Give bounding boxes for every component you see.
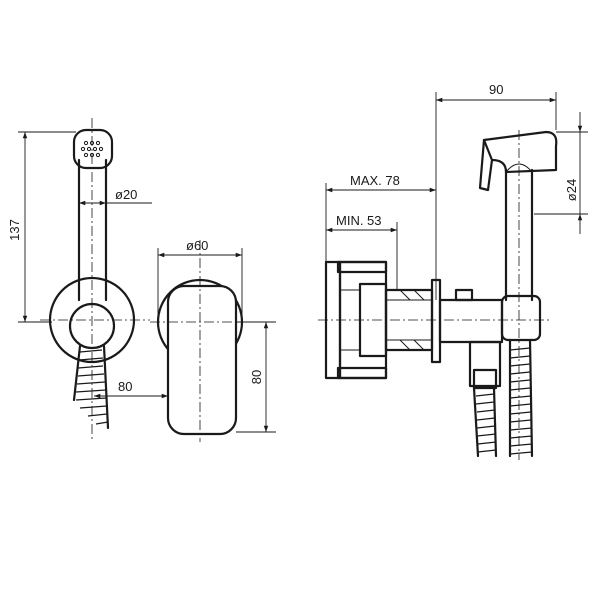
dim-max-78-label: MAX. 78 (350, 173, 400, 188)
hose-connector (468, 340, 502, 388)
spray-head (72, 128, 114, 170)
hose-connector-nut (472, 368, 498, 390)
dim-90-label: 90 (489, 82, 503, 97)
hose-side-1-coil (475, 393, 497, 453)
outlet-nut (454, 288, 474, 302)
hose-side-1-outline (472, 386, 498, 458)
shower-holder (500, 294, 542, 342)
hose-outline (72, 344, 110, 430)
mixer-lever (166, 284, 238, 436)
dim-min-53: MIN. 53 (326, 213, 398, 290)
outlet-body (438, 298, 504, 344)
spray-nozzles (80, 140, 104, 158)
dim-ø24: ø24 (534, 112, 588, 234)
front-view-shower-bracket (40, 118, 150, 440)
front-view-mixer (150, 240, 270, 442)
dim-80-h-label: 80 (118, 379, 132, 394)
dim-ø60: ø60 (157, 238, 243, 318)
shower-handle-side (504, 168, 534, 302)
side-view-section (318, 130, 558, 460)
cartridge-hatch (399, 289, 425, 351)
dim-ø20: ø20 (79, 187, 152, 206)
dim-137-label: 137 (7, 219, 22, 241)
dim-max-78: MAX. 78 (325, 173, 436, 262)
body-cap-bottom (336, 366, 388, 380)
hose-side-2-coil (509, 347, 533, 455)
dim-90: 90 (435, 82, 557, 300)
dim-ø60-label: ø60 (186, 238, 208, 253)
spray-trigger (478, 138, 494, 192)
body-cap-top (336, 260, 388, 274)
shower-handle (77, 158, 108, 302)
dim-80-horizontal: 80 (94, 379, 168, 399)
spray-head-side (482, 130, 558, 174)
dim-ø20-label: ø20 (115, 187, 137, 202)
hose-coil (75, 349, 109, 425)
dim-ø24-label: ø24 (564, 179, 579, 201)
dim-80-vertical: 80 (236, 321, 276, 433)
dim-80-v-label: 80 (249, 370, 264, 384)
spray-head-collar (505, 163, 533, 173)
dim-137: 137 (7, 131, 76, 323)
dim-min-53-label: MIN. 53 (336, 213, 382, 228)
